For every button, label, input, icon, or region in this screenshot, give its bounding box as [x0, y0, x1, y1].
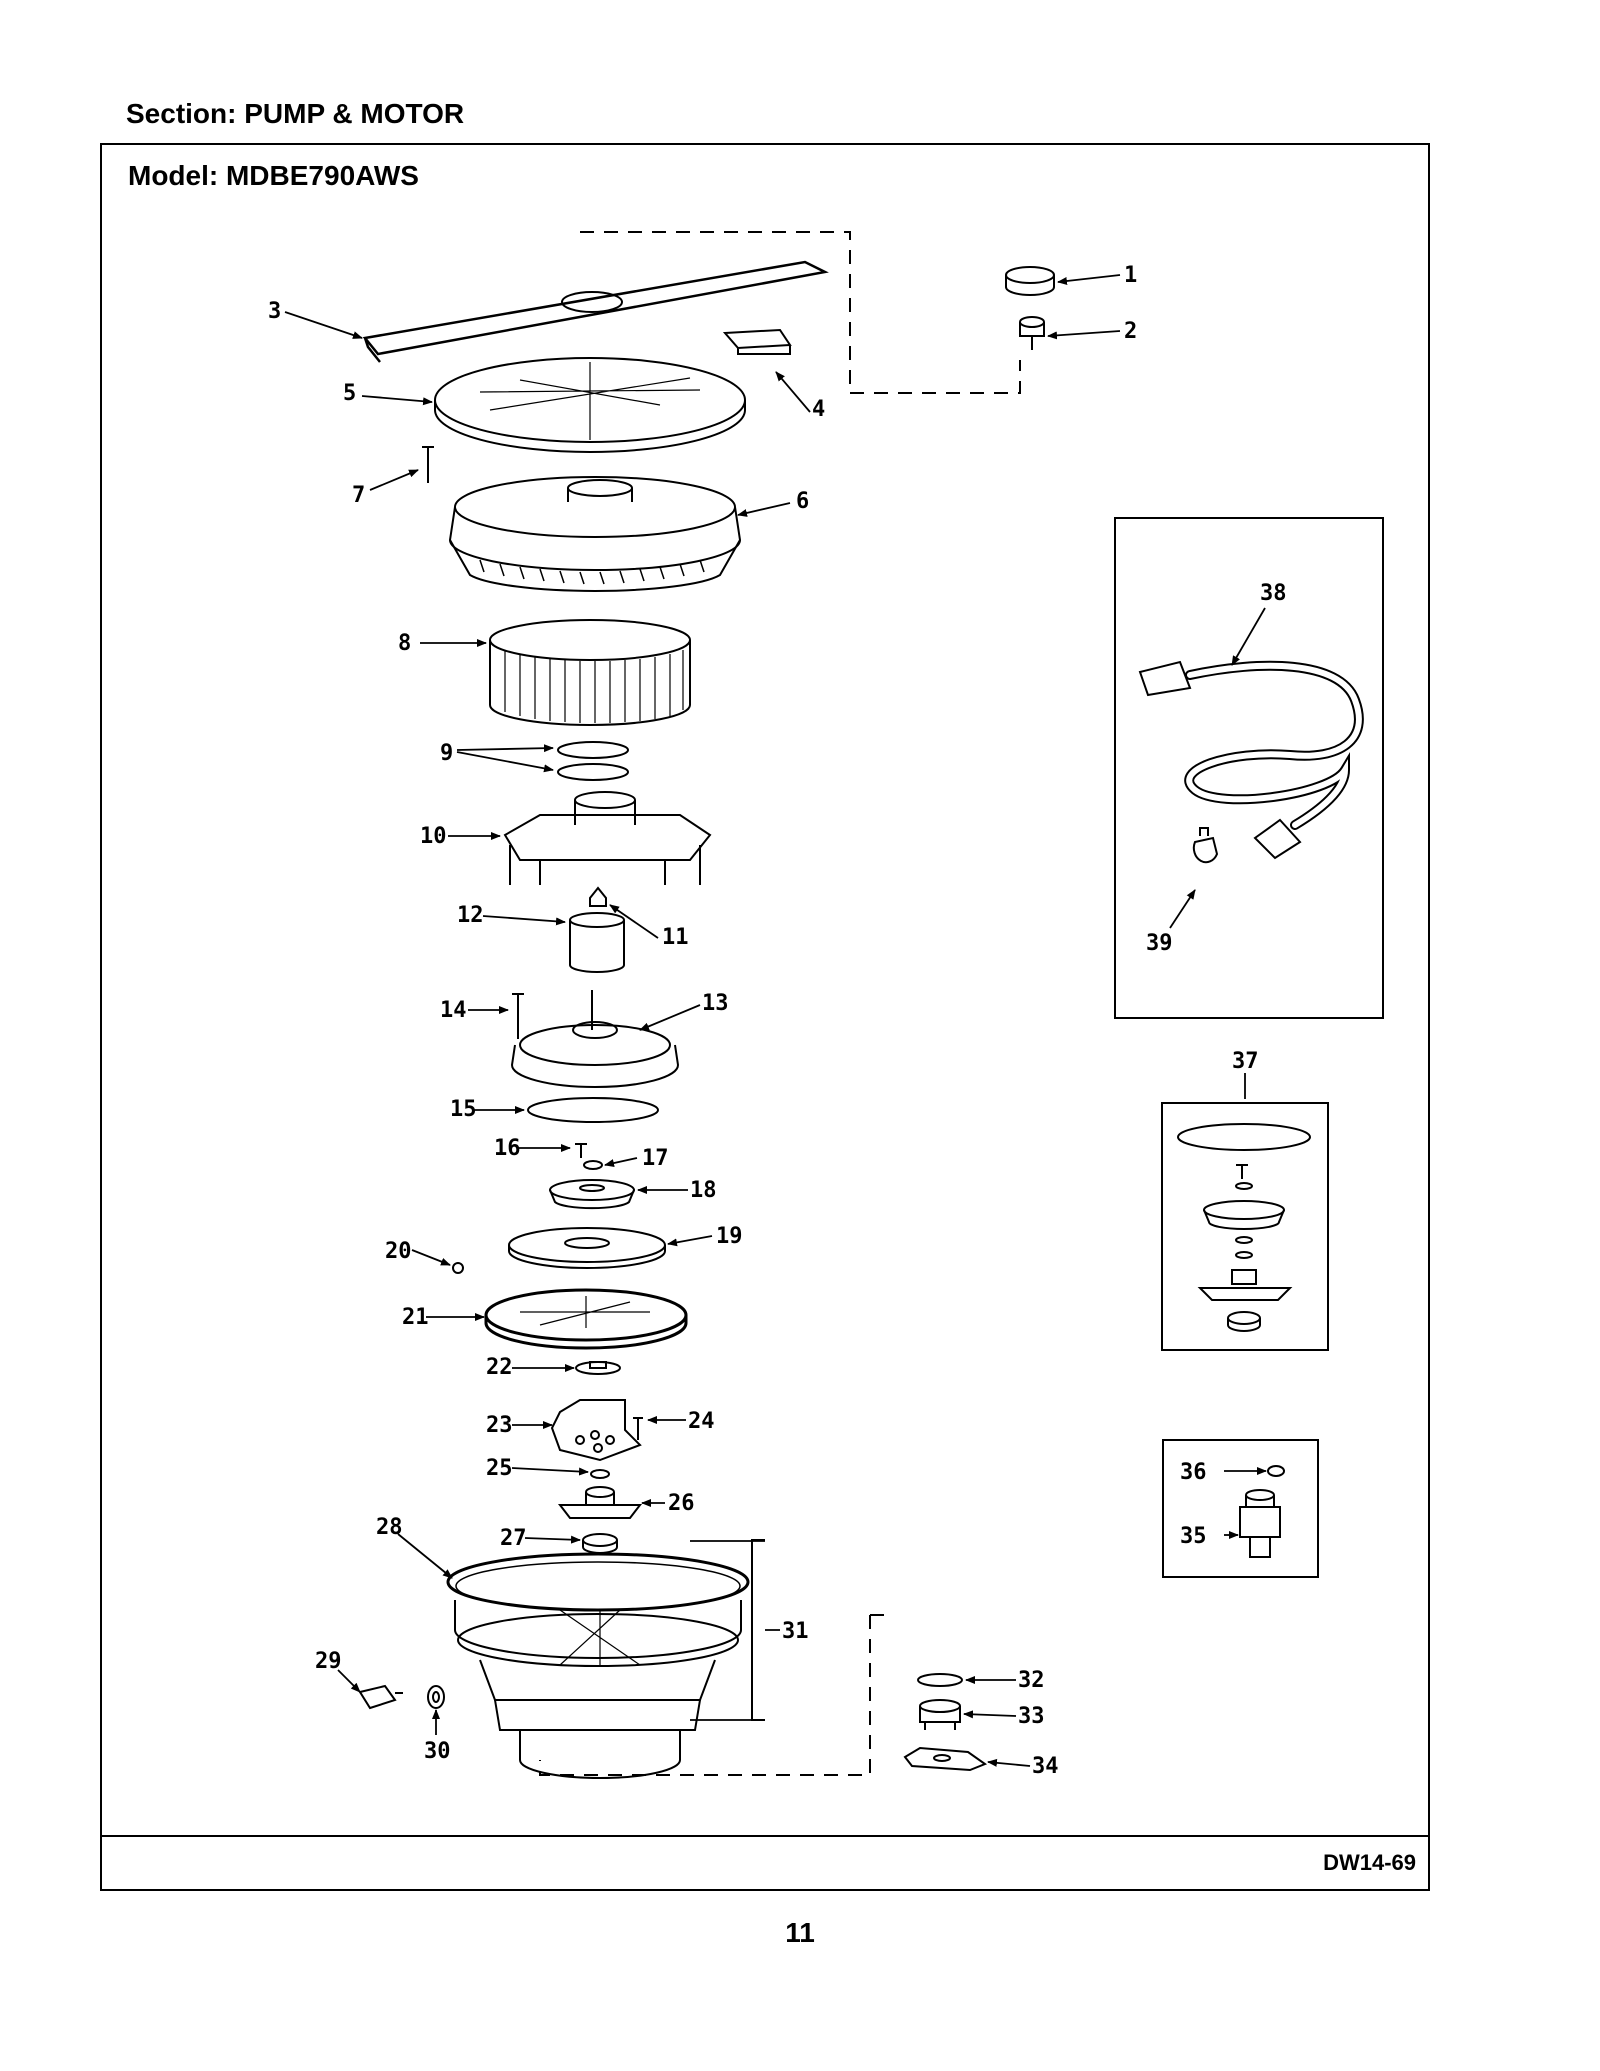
- part-9-ring-a: [557, 741, 629, 759]
- part-19-plate: [508, 1227, 666, 1269]
- callout-28: 28: [376, 1515, 403, 1540]
- part-15-ring: [527, 1097, 659, 1123]
- part-23-chopper-plate: [550, 1399, 642, 1462]
- callout-27: 27: [500, 1526, 527, 1551]
- callout-36: 36: [1180, 1460, 1207, 1485]
- callout-1: 1: [1124, 263, 1137, 288]
- part-33-valve: [919, 1699, 961, 1730]
- section-title: Section: PUMP & MOTOR: [126, 98, 465, 129]
- part-7-screw: [422, 446, 434, 483]
- callout-arrows: [284, 274, 1267, 1767]
- callout-4: 4: [812, 397, 825, 422]
- part-37-kit-contents: [1177, 1123, 1311, 1332]
- part-22-gasket: [575, 1361, 621, 1375]
- part-35-switch: [1239, 1489, 1281, 1558]
- callout-2: 2: [1124, 319, 1137, 344]
- callout-25: 25: [486, 1456, 513, 1481]
- part-8-screen: [489, 619, 691, 726]
- callout-21: 21: [402, 1305, 429, 1330]
- part-31-sump-motor: [454, 1539, 765, 1779]
- callout-6: 6: [796, 489, 809, 514]
- callout-3: 3: [268, 299, 281, 324]
- callout-17: 17: [642, 1146, 669, 1171]
- callout-labels: 1 2 3 4 5 6 7 8 9 10 11 12 13 14 15 16 1…: [268, 263, 1287, 1779]
- part-30-washer: [427, 1685, 445, 1709]
- footer-divider: [102, 1835, 1428, 1837]
- callout-5: 5: [343, 381, 356, 406]
- callout-10: 10: [420, 824, 447, 849]
- page-number: 11: [785, 1917, 815, 1948]
- part-5-filter-plate: [434, 357, 746, 453]
- dashed-link-bottom: [539, 1614, 890, 1776]
- callout-15: 15: [450, 1097, 477, 1122]
- diagram-frame: Model: MDBE790AWS DW14-69: [100, 143, 1430, 1891]
- callout-22: 22: [486, 1355, 513, 1380]
- dashed-link-top: [580, 231, 1021, 394]
- part-21-plate: [484, 1288, 688, 1350]
- part-34-flange: [903, 1746, 988, 1772]
- part-28-ring: [446, 1552, 750, 1612]
- part-38-hose: [1138, 660, 1364, 860]
- callout-7: 7: [352, 483, 365, 508]
- inset-hose-box: [1114, 517, 1384, 1019]
- callout-18: 18: [690, 1178, 717, 1203]
- part-32-ring: [917, 1673, 963, 1687]
- part-20-ball: [452, 1262, 464, 1274]
- callout-37: 37: [1232, 1049, 1259, 1074]
- part-4-bracket: [722, 328, 792, 355]
- callout-23: 23: [486, 1413, 513, 1438]
- inset-switch-box: [1162, 1439, 1319, 1578]
- callout-29: 29: [315, 1649, 342, 1674]
- model-title: Model: MDBE790AWS: [128, 160, 419, 191]
- callout-33: 33: [1018, 1704, 1045, 1729]
- part-24-pin: [633, 1417, 643, 1440]
- callout-12: 12: [457, 903, 484, 928]
- part-18-impeller: [549, 1179, 635, 1210]
- part-17-washer: [583, 1160, 603, 1170]
- part-29-fitting: [358, 1684, 403, 1710]
- callout-35: 35: [1180, 1524, 1207, 1549]
- part-12-hub: [569, 912, 625, 973]
- callout-38: 38: [1260, 581, 1287, 606]
- part-13-motor-cover: [510, 990, 680, 1088]
- callout-19: 19: [716, 1224, 743, 1249]
- callout-31: 31: [782, 1619, 809, 1644]
- part-26-hub: [557, 1486, 643, 1519]
- callout-39: 39: [1146, 931, 1173, 956]
- part-36-ring: [1267, 1465, 1285, 1477]
- part-27-seal: [582, 1533, 618, 1554]
- part-11-nut: [589, 886, 607, 907]
- callout-14: 14: [440, 998, 467, 1023]
- inset-kit-box: [1161, 1102, 1329, 1351]
- part-9-ring-b: [557, 763, 629, 781]
- part-6-filter-housing: [448, 476, 742, 592]
- callout-11: 11: [662, 925, 689, 950]
- callout-24: 24: [688, 1409, 715, 1434]
- callout-16: 16: [494, 1136, 521, 1161]
- document-code: DW14-69: [1323, 1850, 1416, 1875]
- callout-31-leader: [690, 1540, 780, 1721]
- part-25-washer: [590, 1469, 610, 1479]
- part-3-hub: [561, 291, 623, 313]
- callout-20: 20: [385, 1239, 412, 1264]
- part-39-clamp: [1192, 827, 1219, 864]
- callout-8: 8: [398, 631, 411, 656]
- callout-9: 9: [440, 741, 453, 766]
- part-1-cap: [1005, 266, 1055, 296]
- part-2-nozzle: [1019, 316, 1045, 350]
- part-3-spray-arm: [362, 260, 829, 363]
- callout-32: 32: [1018, 1668, 1045, 1693]
- part-16-screw: [575, 1143, 587, 1158]
- callout-26: 26: [668, 1491, 695, 1516]
- callout-13: 13: [702, 991, 729, 1016]
- callout-34: 34: [1032, 1754, 1059, 1779]
- part-14-bolt: [512, 993, 524, 1039]
- callout-30: 30: [424, 1739, 451, 1764]
- part-10-chopper: [503, 791, 712, 885]
